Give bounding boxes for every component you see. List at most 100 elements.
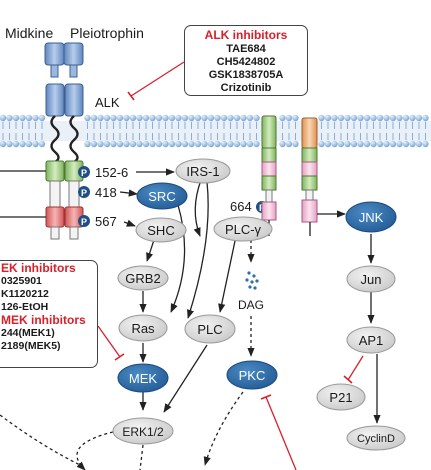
membrane-bead: [233, 114, 241, 122]
membrane-bead: [389, 114, 397, 122]
phospho-site-3: P 567: [78, 214, 117, 229]
membrane-bead: [318, 114, 325, 122]
membrane-bead: [110, 114, 117, 122]
membrane-bead: [370, 114, 377, 122]
site-418-label: 418: [95, 185, 117, 200]
svg-text:ERK1/2: ERK1/2: [122, 425, 164, 439]
membrane-bead: [162, 140, 169, 148]
node-jun: Jun: [346, 265, 396, 293]
membrane-bead: [246, 114, 254, 122]
membrane-bead: [253, 114, 260, 122]
membrane-bead: [25, 114, 33, 122]
membrane-bead: [220, 114, 228, 122]
node-cyclind: CyclinD: [346, 425, 406, 451]
membrane-bead: [90, 114, 98, 122]
mek-inhibition-line: [97, 325, 125, 361]
site-567-label: 567: [95, 214, 117, 229]
membrane-bead: [227, 114, 234, 122]
midkine-label: Midkine: [5, 25, 53, 41]
membrane-bead: [136, 114, 143, 122]
mek-inhibitor-item: 2189(MEK5): [1, 340, 61, 353]
membrane-bead: [415, 114, 423, 122]
svg-text:P21: P21: [329, 390, 352, 405]
pleiotrophin-ligand: [63, 42, 84, 78]
svg-text:AP1: AP1: [359, 333, 384, 348]
membrane-bead: [168, 140, 176, 148]
membrane-bead: [214, 114, 221, 122]
membrane-bead: [246, 140, 254, 148]
membrane-bead: [6, 114, 13, 122]
membrane-bead: [181, 140, 189, 148]
membrane-bead: [292, 114, 299, 122]
svg-text:P: P: [81, 217, 87, 227]
membrane-bead: [201, 140, 208, 148]
membrane-bead: [194, 140, 202, 148]
membrane-bead: [370, 140, 377, 148]
node-ras: Ras: [118, 314, 168, 342]
membrane-bead: [285, 114, 293, 122]
membrane-bead: [422, 114, 429, 122]
mek-inhibitor-item: K1120212: [1, 287, 49, 300]
membrane-bead: [214, 140, 221, 148]
pkc-inhibition-line: [260, 394, 297, 470]
membrane-bead: [279, 140, 286, 148]
membrane-bead: [422, 140, 429, 148]
membrane-bead: [0, 140, 7, 148]
alk-inhibitor-item: CH5424802: [216, 56, 276, 68]
membrane-bead: [227, 140, 234, 148]
membrane-bead: [207, 114, 215, 122]
alk-inhibitor-item: GSK1838705A: [208, 69, 284, 81]
mek-inhibitors-subtitle: MEK inhibitors: [1, 313, 86, 328]
alk-receptor: [45, 83, 84, 240]
membrane-bead: [123, 114, 130, 122]
membrane-bead: [175, 114, 182, 122]
membrane-bead: [155, 114, 163, 122]
phospho-site-2: P 418: [78, 185, 117, 200]
membrane-bead: [337, 140, 345, 148]
membrane-bead: [116, 140, 124, 148]
membrane-bead: [285, 140, 293, 148]
membrane-bead: [350, 140, 358, 148]
membrane-bead: [240, 114, 247, 122]
svg-text:GRB2: GRB2: [125, 271, 160, 286]
membrane-bead: [331, 140, 338, 148]
membrane-bead: [350, 114, 358, 122]
membrane-bead: [253, 140, 260, 148]
membrane-bead: [142, 140, 150, 148]
phospho-site-1: P 152-6: [78, 165, 128, 180]
mek-inhibitor-item: 0325901: [1, 275, 42, 287]
membrane-bead: [220, 140, 228, 148]
membrane-bead: [110, 140, 117, 148]
membrane-bead: [38, 114, 46, 122]
receptor-orange-green-pink: [301, 117, 318, 236]
node-shc: SHC: [135, 217, 187, 243]
membrane-bead: [32, 140, 39, 148]
membrane-bead: [25, 140, 33, 148]
membrane-bead: [376, 114, 384, 122]
svg-text:P: P: [81, 168, 87, 178]
cell-membrane: [0, 114, 431, 148]
pleiotrophin-label: Pleiotrophin: [70, 25, 144, 41]
membrane-bead: [318, 140, 325, 148]
membrane-bead: [376, 140, 384, 148]
membrane-bead: [207, 140, 215, 148]
node-jnk: JNK: [345, 201, 397, 233]
membrane-bead: [396, 140, 403, 148]
membrane-bead: [409, 140, 416, 148]
membrane-bead: [129, 140, 137, 148]
mek-inhibitor-item: 244(MEK1): [1, 327, 55, 340]
membrane-bead: [357, 140, 364, 148]
membrane-bead: [337, 114, 345, 122]
membrane-bead: [129, 114, 137, 122]
membrane-bead: [402, 114, 410, 122]
svg-text:PLC: PLC: [197, 322, 222, 337]
membrane-bead: [84, 140, 91, 148]
node-plc: PLC: [184, 314, 236, 344]
node-ap1: AP1: [346, 326, 396, 354]
membrane-bead: [116, 114, 124, 122]
membrane-bead: [155, 140, 163, 148]
membrane-bead: [90, 140, 98, 148]
membrane-bead: [383, 114, 390, 122]
svg-text:IRS-1: IRS-1: [186, 164, 219, 179]
